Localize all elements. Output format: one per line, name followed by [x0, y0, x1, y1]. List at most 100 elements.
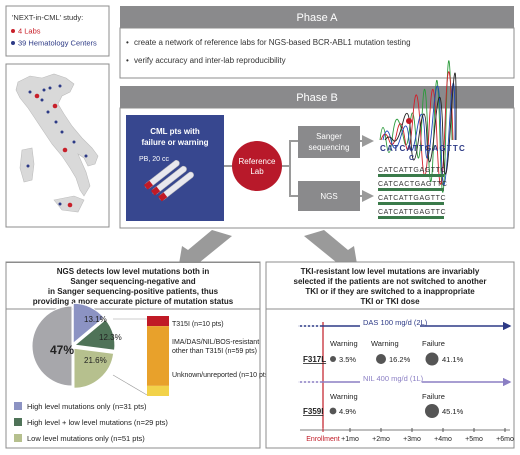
map-center-dot — [48, 86, 52, 90]
nil-value-2: 45.1% — [442, 407, 464, 416]
bar-label-t315i: T315I (n=10 pts) — [172, 321, 224, 328]
arrow-to-left-panel — [178, 230, 232, 270]
study-box: 'NEXT-in-CML' study: 4 Labs 39 Hematolog… — [5, 5, 110, 57]
stacked-bar-segment — [147, 326, 169, 386]
right-header-line-4: TKI or TKI dose — [360, 297, 420, 306]
map-center-dot — [40, 98, 44, 102]
left-header-line-1: NGS detects low level mutations both in — [57, 267, 210, 276]
ngs-reads: CATCATTGAGTTC CATCACTGAGTTC CATCATTGAGTT… — [378, 167, 447, 219]
test-tubes-icon — [143, 160, 194, 202]
map-center-dot — [46, 110, 50, 114]
map-center-dot — [58, 84, 62, 88]
study-title: 'NEXT-in-CML' study: — [12, 13, 83, 22]
legend-high: High level mutations only (n=31 pts) — [27, 402, 147, 411]
map-lab-dot — [67, 202, 73, 208]
phase-a-bullet-text-2: verify accuracy and inter-lab reproducib… — [134, 56, 286, 65]
map-center-dot — [42, 88, 46, 92]
sanger-sequence: CATCATTGAGTTC — [380, 144, 466, 153]
das-stage-2: Warning — [371, 339, 399, 348]
right-panel: TKI-resistant low level mutations are in… — [265, 261, 515, 449]
right-header-line-1: TKI-resistant low level mutations are in… — [301, 267, 480, 276]
reference-lab-circle — [232, 141, 282, 191]
das-dot-3 — [425, 352, 439, 366]
stacked-bar-segment — [147, 316, 169, 327]
nil-stage-2: Failure — [422, 392, 445, 401]
das-value-2: 16.2% — [389, 355, 411, 364]
phase-a-section: Phase A • create a network of reference … — [119, 6, 515, 79]
bar-label-resistant-1: IMA/DAS/NIL/BOS-resistant — [172, 339, 259, 346]
pie-label-12: 12.3% — [99, 333, 122, 342]
axis-tick-2mo: +2mo — [372, 436, 390, 443]
phase-a-bullet-2: • — [126, 56, 129, 65]
map-center-dot — [58, 202, 62, 206]
pie-slice — [73, 347, 115, 389]
axis-tick-1mo: +1mo — [341, 436, 359, 443]
connector-bottom — [112, 374, 148, 396]
left-header-line-2: Sanger sequencing-negative and — [70, 277, 195, 286]
phase-b-section: Phase B CML pts with failure or warning … — [119, 60, 515, 229]
map-lab-dot — [62, 147, 68, 153]
italy-mainland-shape — [15, 73, 99, 197]
das-mutation: F317L — [303, 355, 326, 364]
centers-bullet-icon — [11, 41, 15, 45]
axis-tick-4mo: +4mo — [434, 436, 452, 443]
patients-title-1: CML pts with — [150, 127, 200, 136]
ngs-read: CATCATTGAGTTC — [378, 209, 446, 216]
italy-map — [5, 63, 110, 228]
axis-ticks — [322, 428, 506, 432]
ngs-box — [298, 181, 360, 211]
pie-chart — [31, 302, 116, 389]
nil-stage-1: Warning — [330, 392, 358, 401]
map-center-dot — [26, 164, 30, 168]
phase-b-title: Phase B — [296, 92, 338, 104]
map-center-dot — [72, 140, 76, 144]
ngs-read: CATCATTGAGTTC — [378, 167, 446, 174]
pie-label-47: 47% — [50, 343, 74, 357]
stacked-bar-segment — [147, 385, 169, 396]
pie-label-21: 21.6% — [84, 356, 107, 365]
patients-title-2: failure or warning — [141, 138, 208, 147]
arrow-to-right-panel — [304, 230, 358, 270]
legend-high-low: High level + low level mutations (n=29 p… — [27, 418, 168, 427]
das-value-3: 41.1% — [442, 355, 464, 364]
das-value-1: 3.5% — [339, 355, 356, 364]
bar-label-unknown: Unknown/unreported (n=10 pts) — [172, 372, 271, 379]
left-panel: NGS detects low level mutations both in … — [5, 261, 271, 449]
legend-swatch-high — [14, 402, 22, 410]
bar-label-resistant-2: other than T315I (n=59 pts) — [172, 348, 257, 355]
mutation-highlight-dot — [406, 118, 412, 124]
legend-swatch-high-low — [14, 418, 22, 426]
nil-dot-1 — [329, 407, 337, 415]
sanger-box — [298, 126, 360, 158]
map-center-dot — [54, 120, 58, 124]
axis-tick-3mo: +3mo — [403, 436, 421, 443]
das-stage-3: Failure — [422, 339, 445, 348]
axis-tick-5mo: +5mo — [465, 436, 483, 443]
map-center-dot — [84, 154, 88, 158]
patients-sample: PB, 20 cc — [139, 156, 169, 163]
right-header-line-3: TKI or if they are switched to a inappro… — [305, 287, 475, 296]
chromatogram-icon — [378, 60, 458, 193]
pie-slice — [31, 305, 73, 387]
pie-slice — [73, 318, 116, 351]
axis-tick-enrollment: Enrollment — [306, 436, 340, 443]
phase-a-title: Phase A — [297, 12, 339, 24]
legend-swatch-low — [14, 434, 22, 442]
labs-bullet-icon — [11, 29, 15, 33]
nil-mutation: F359I — [303, 407, 323, 416]
map-lab-dot — [52, 103, 58, 109]
nil-dot-2 — [425, 404, 439, 418]
ngs-read: CATCATTGAGTTC — [378, 195, 446, 202]
das-dot-2 — [376, 354, 386, 364]
sanger-label-2: sequencing — [309, 143, 350, 152]
nil-label: NIL 400 mg/d (1L) — [363, 374, 424, 383]
phase-a-bullet-1: • — [126, 38, 129, 47]
das-label: DAS 100 mg/d (2L) — [363, 318, 428, 327]
das-dot-1 — [330, 356, 336, 362]
branch-lines-ngs — [289, 166, 298, 197]
das-stage-1: Warning — [330, 339, 358, 348]
ngs-label: NGS — [320, 192, 337, 201]
sanger-extra-base: C — [409, 155, 414, 162]
mutation-stacked-bar — [147, 316, 169, 396]
map-center-dot — [28, 90, 32, 94]
